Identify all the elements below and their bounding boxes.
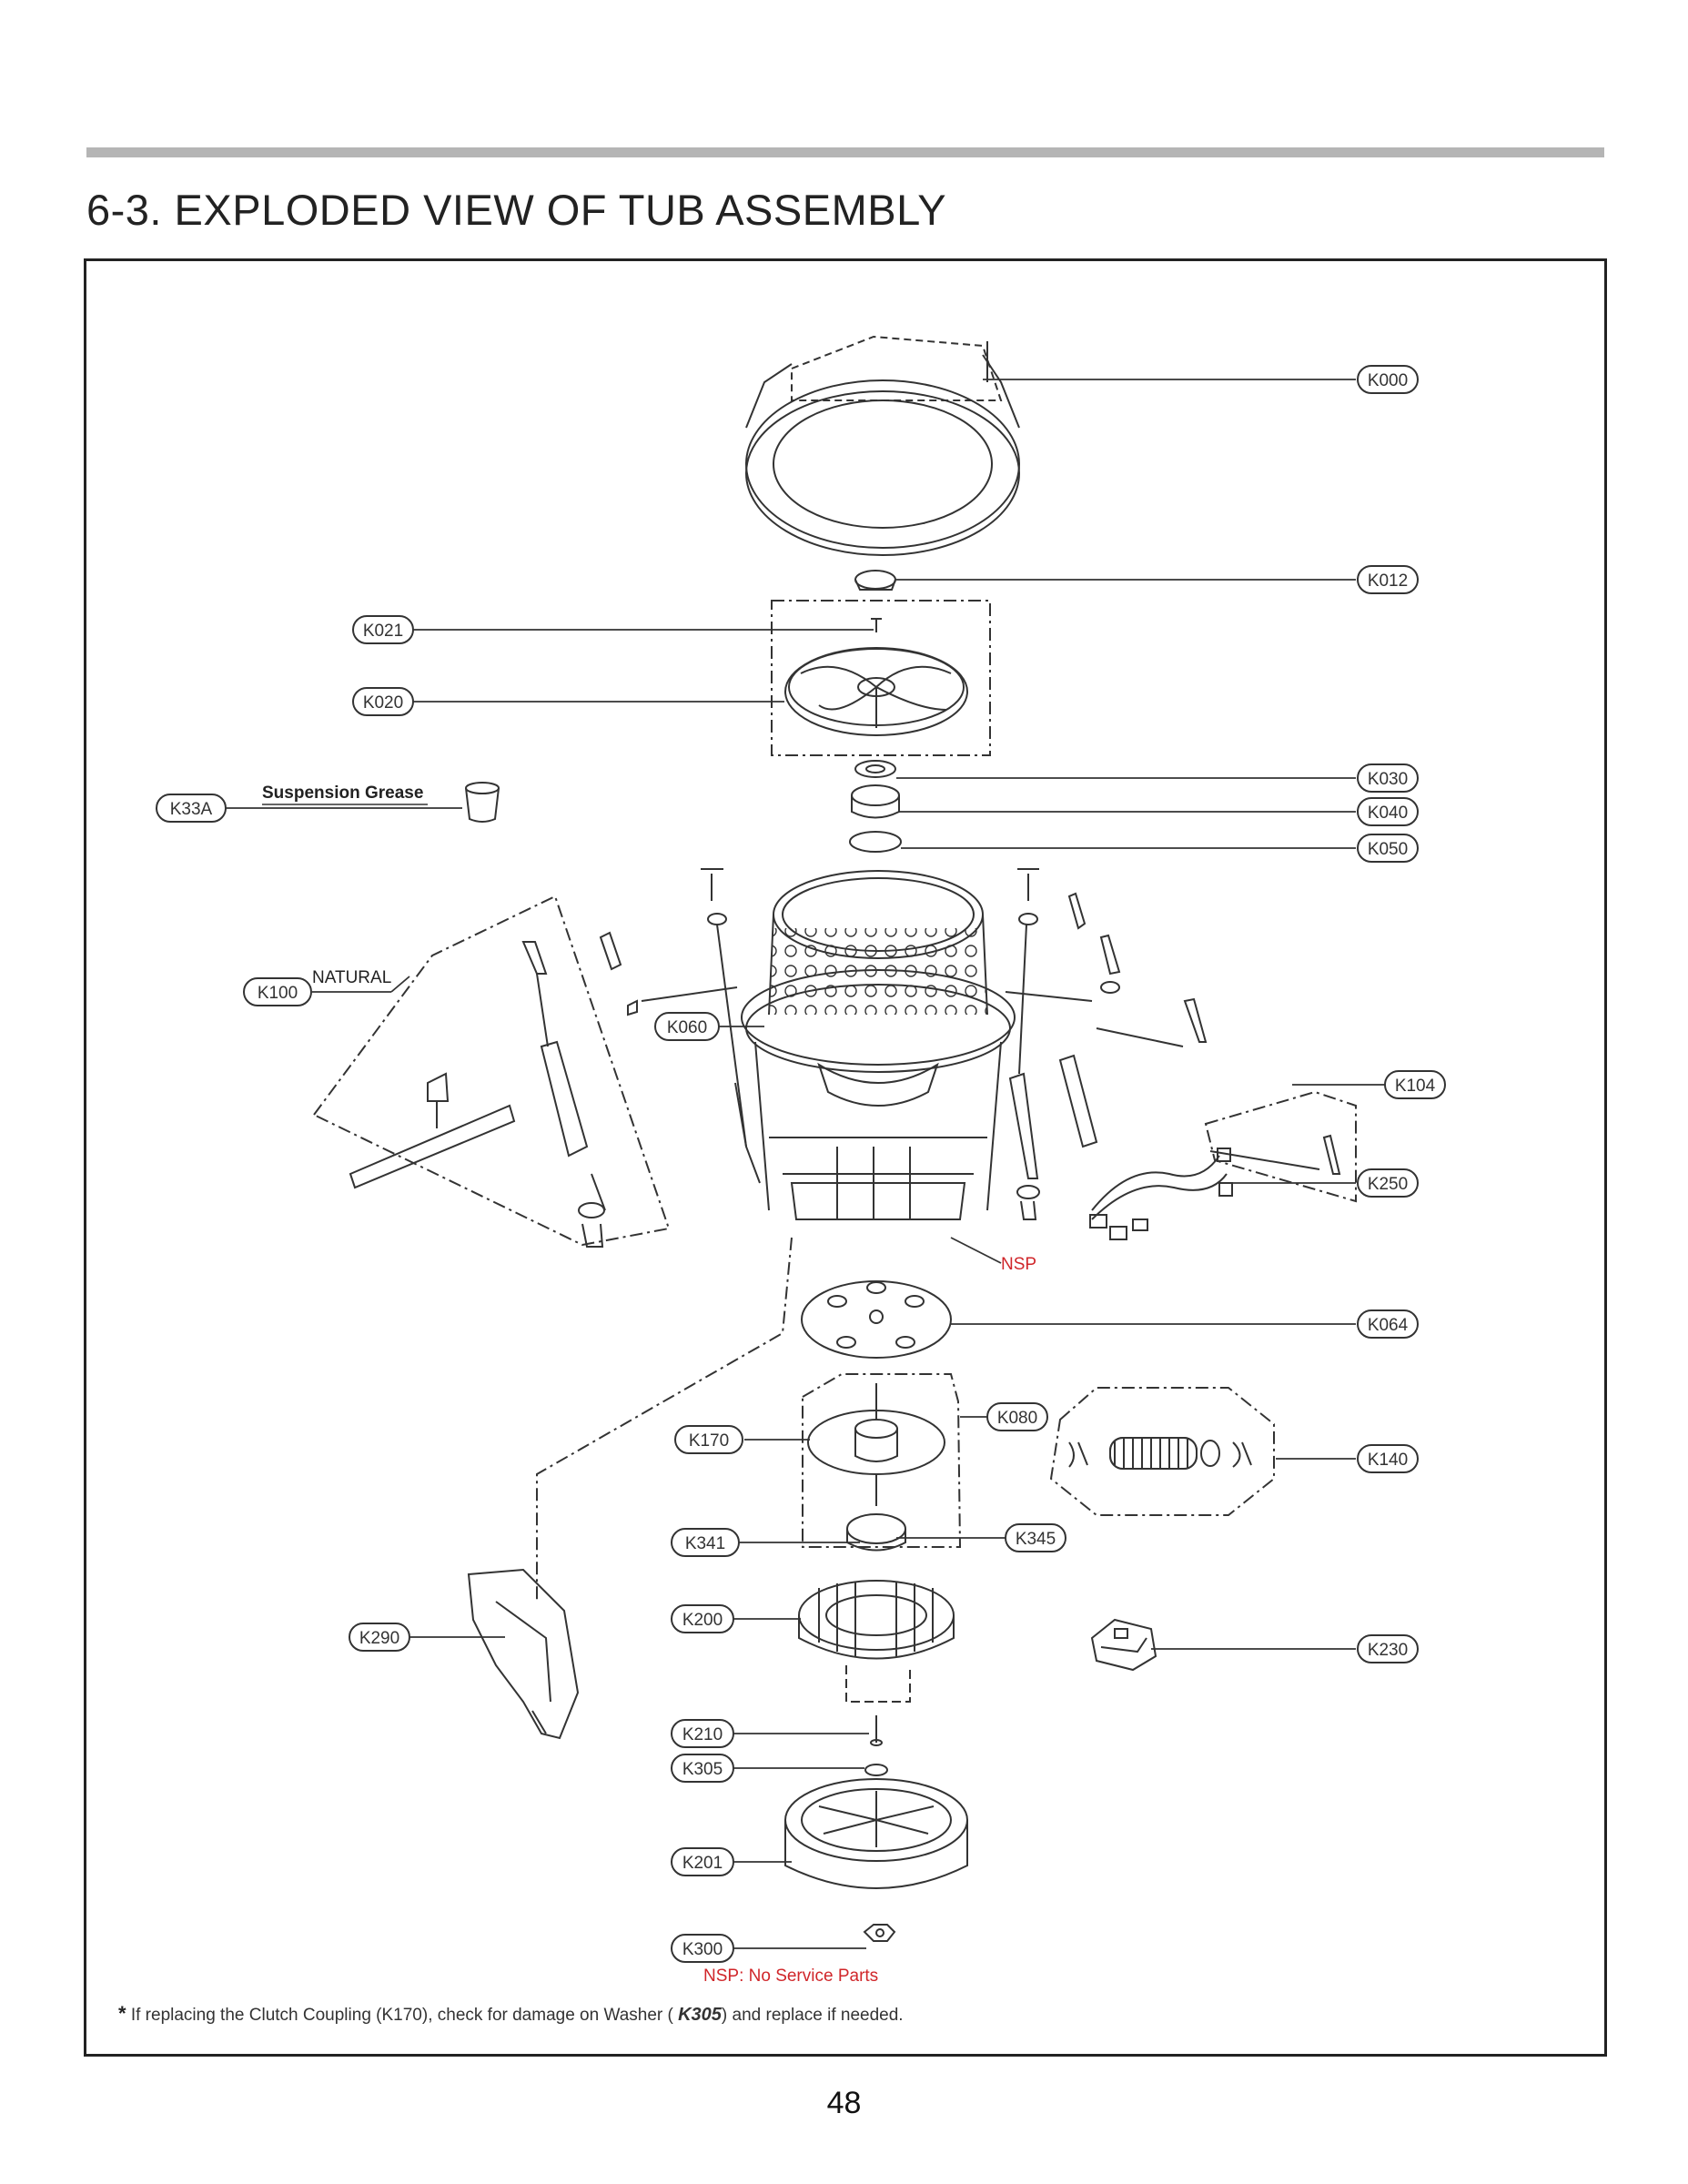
leader-lines [226,379,1385,1949]
callout-k080[interactable]: K080 [986,1402,1048,1431]
callout-k230[interactable]: K230 [1357,1634,1419,1663]
left-suspension-rods [349,868,761,1248]
drain-pump [1090,1618,1157,1672]
nsp-legend: NSP: No Service Parts [703,1967,878,1986]
callout-k305[interactable]: K305 [671,1754,734,1783]
callout-k250[interactable]: K250 [1357,1168,1419,1198]
callout-k33a[interactable]: K33A [156,794,227,823]
tub-bearing [851,784,900,819]
callout-k000[interactable]: K000 [1357,365,1419,394]
filter-bracket [467,1568,580,1740]
footnote-part: K305 [678,2005,722,2025]
callout-k021[interactable]: K021 [352,615,414,644]
callout-k060[interactable]: K060 [654,1012,720,1041]
coupling [846,1474,906,1552]
svg-text:K064: K064 [1368,1316,1409,1335]
svg-text:K170: K170 [689,1431,729,1451]
svg-text:K345: K345 [1016,1530,1056,1549]
callout-k140[interactable]: K140 [1357,1444,1419,1473]
svg-text:K104: K104 [1395,1077,1436,1096]
k305-washer [864,1764,888,1776]
callout-k345[interactable]: K345 [1005,1523,1066,1552]
balance-cap [854,570,896,591]
svg-text:K100: K100 [258,984,298,1003]
callout-k100[interactable]: K100 [243,977,312,1006]
wire-harness [1089,1148,1233,1240]
callout-k012[interactable]: K012 [1357,565,1419,594]
svg-text:K210: K210 [682,1725,723,1744]
callout-k030[interactable]: K030 [1357,763,1419,793]
svg-text:K201: K201 [682,1854,723,1873]
callout-k201[interactable]: K201 [671,1847,734,1876]
svg-text:K000: K000 [1368,371,1408,390]
tub-ring [849,831,902,853]
callout-k300[interactable]: K300 [671,1934,734,1963]
svg-text:K021: K021 [363,622,403,641]
callout-k104[interactable]: K104 [1384,1070,1446,1099]
stator [798,1580,955,1703]
svg-text:K020: K020 [363,693,403,713]
tub-drum [741,870,1016,1220]
clutch-box [802,1373,962,1548]
svg-text:K012: K012 [1368,571,1408,591]
page-number: 48 [826,2086,862,2120]
svg-text:K060: K060 [667,1018,707,1037]
rotor [784,1778,968,1889]
nsp-label: NSP [1001,1255,1036,1274]
base-plate [801,1280,952,1359]
hose-outline [1049,1387,1275,1516]
svg-text:K200: K200 [682,1611,723,1630]
top-rule [86,147,1604,157]
footnote-text-after: ) and replace if needed. [721,2006,904,2025]
callout-k020[interactable]: K020 [352,687,414,716]
rotor-nut [863,1924,896,1942]
callout-k200[interactable]: K200 [671,1604,734,1633]
footnote: * If replacing the Clutch Coupling (K170… [118,2002,904,2026]
pulsator-box [771,600,991,756]
callout-k064[interactable]: K064 [1357,1309,1419,1339]
callout-k050[interactable]: K050 [1357,834,1419,863]
callout-k170[interactable]: K170 [674,1425,743,1454]
suspension-grease-label: Suspension Grease [262,784,423,803]
svg-text:K080: K080 [997,1409,1037,1428]
callout-k040[interactable]: K040 [1357,797,1419,826]
callout-k210[interactable]: K210 [671,1719,734,1748]
pulsator [784,647,968,736]
svg-text:K030: K030 [1368,770,1408,789]
svg-text:K230: K230 [1368,1641,1408,1660]
natural-outline [312,895,671,1247]
k290-leader-dashed [536,1237,793,1602]
svg-text:K341: K341 [685,1534,725,1553]
rotor-bolt [870,1715,883,1746]
svg-text:K050: K050 [1368,840,1408,859]
page-title: 6-3. EXPLODED VIEW OF TUB ASSEMBLY [86,186,947,234]
right-suspension-rods [1005,868,1341,1220]
tub-washer [854,760,896,778]
footnote-star: * [118,2002,126,2025]
svg-text:K250: K250 [1368,1175,1408,1194]
svg-text:K140: K140 [1368,1451,1408,1470]
suspension-grease-jar [465,782,500,823]
svg-text:K33A: K33A [170,800,213,819]
diagram-frame [84,258,1607,2057]
natural-label: NATURAL [312,968,391,987]
clutch-assembly [807,1383,945,1475]
svg-text:K305: K305 [682,1760,723,1779]
k104-outline [1204,1090,1357,1203]
svg-text:K290: K290 [359,1629,399,1648]
svg-text:K040: K040 [1368,804,1408,823]
callout-k290[interactable]: K290 [349,1623,410,1652]
svg-text:K300: K300 [682,1940,723,1959]
footnote-text-before: If replacing the Clutch Coupling (K170),… [126,2006,679,2025]
tub-cover [745,335,1020,556]
callout-k341[interactable]: K341 [671,1528,740,1557]
pulsator-screw [871,618,882,632]
drain-hose [1068,1437,1252,1470]
